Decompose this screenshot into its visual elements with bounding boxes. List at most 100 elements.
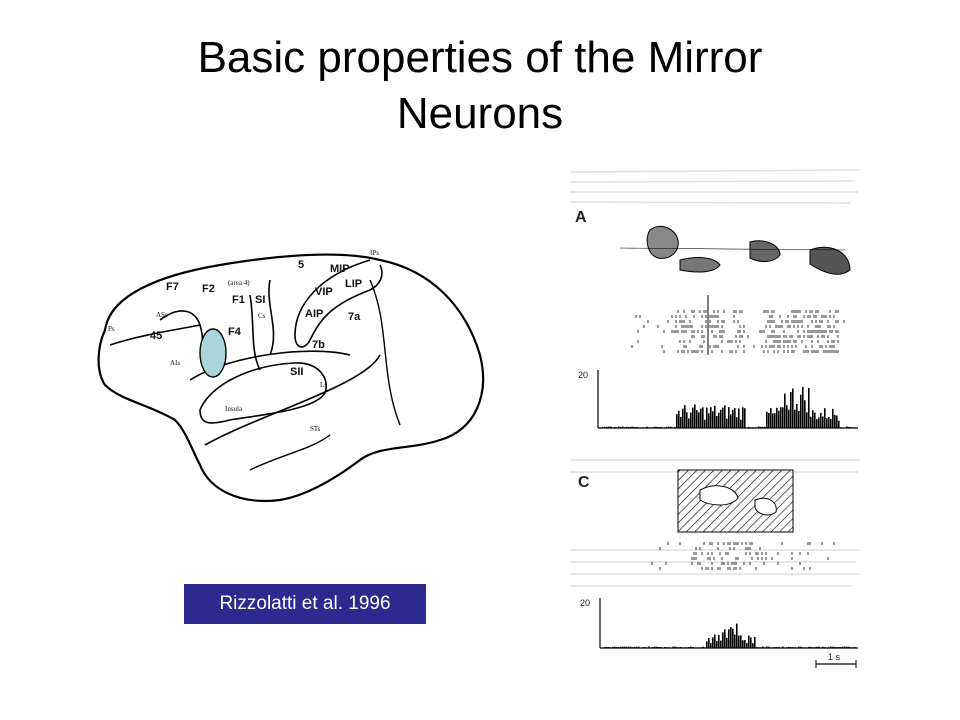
histogram-bin [648,427,650,428]
histogram-bin [808,388,810,428]
histogram-bin [632,426,634,428]
histogram-bin [732,409,734,428]
histogram-bin [854,646,856,648]
histogram-bin [610,426,612,428]
histogram-bin [794,647,796,648]
histogram-bin [840,427,842,428]
histogram-bin [734,408,736,428]
histogram-bin [652,647,654,648]
histogram-bin [688,646,690,648]
histogram-bin [830,646,832,648]
histogram-bin [756,647,758,648]
histogram-bin [740,419,742,428]
histogram-bin [782,646,784,648]
histogram-bin [812,410,814,428]
label-lip: LIP [345,278,362,290]
histogram-bin [732,628,734,648]
histogram-bin [852,647,854,648]
histogram-bin [844,646,846,648]
histogram-bin [644,427,646,428]
label-area4: (area 4) [228,279,250,287]
histogram-bin [828,647,830,648]
histogram-bin [632,647,634,648]
label-ais: AIs [170,359,180,367]
label-f2: F2 [202,283,215,295]
histogram-bin [696,410,698,428]
histogram-bin [846,426,848,428]
histogram-bin [614,426,616,428]
histogram-bin [650,647,652,648]
histogram-bin [766,411,768,428]
histogram-bin [608,646,610,648]
histogram-bin [836,647,838,648]
histogram-bin [628,646,630,648]
histogram-bin [754,427,756,428]
histogram-bin [726,637,728,648]
histogram-bin [684,405,686,428]
histogram-bin [708,638,710,648]
histogram-bin [822,646,824,648]
histogram-bin [804,400,806,428]
histogram-bin [698,647,700,648]
histogram-bin [612,427,614,428]
histogram-bin [720,409,722,428]
label-vip: VIP [315,286,333,298]
histogram-bin [630,646,632,648]
histogram-bin [790,392,792,428]
histogram-bin [758,426,760,428]
histogram-bin [820,412,822,428]
histogram-bin [646,647,648,648]
histogram-bin [606,426,608,428]
histogram-bin [790,647,792,648]
experimenter-hand-a1 [679,257,721,273]
title-line-2: Neurons [396,89,564,138]
panel-c-label: C [578,474,590,491]
panel-a-label: A [575,209,587,226]
histogram-bin [662,427,664,428]
histogram-bin [728,407,730,428]
histogram-bin [776,407,778,428]
histogram-bin [624,646,626,648]
label-si: SI [255,294,265,306]
label-mip: MIP [330,263,350,275]
histogram-bin [614,646,616,648]
histogram-bin [664,646,666,648]
histogram-bin [754,637,756,648]
histogram-bin [806,647,808,648]
histogram-bin [746,642,748,648]
histogram-bin [712,411,714,428]
histogram-bin [696,647,698,648]
histogram-bin [780,647,782,648]
histogram-bin [620,646,622,648]
histogram-bin [692,646,694,648]
histogram-bin [716,416,718,428]
label-ps: Ps [108,325,115,333]
histogram-bin [826,647,828,648]
histogram-bin [698,412,700,428]
histogram-bin [676,647,678,648]
histogram-bin [764,647,766,648]
experimenter-hand-a3 [809,246,851,275]
histogram-bin [638,427,640,428]
experimenter-hand-a2 [749,240,781,263]
histogram-bin [714,634,716,648]
histogram-bin [716,640,718,648]
histogram-bin [668,647,670,648]
histogram-bin [762,646,764,648]
histogram-bin [816,419,818,428]
histogram-bin [636,426,638,428]
histogram-bin [748,635,750,648]
label-7b: 7b [312,339,325,351]
monkey-hand-a [646,225,679,259]
histogram-bin [610,647,612,648]
histogram-bin [674,646,676,648]
histogram-bin [672,646,674,648]
histogram-bin [708,413,710,428]
histogram-bin [702,646,704,648]
histogram-bin [662,647,664,648]
histogram-bin [746,427,748,428]
histogram-bin [830,418,832,428]
histogram-bin [728,629,730,648]
histogram-bin [818,646,820,648]
histogram-bin [816,646,818,648]
